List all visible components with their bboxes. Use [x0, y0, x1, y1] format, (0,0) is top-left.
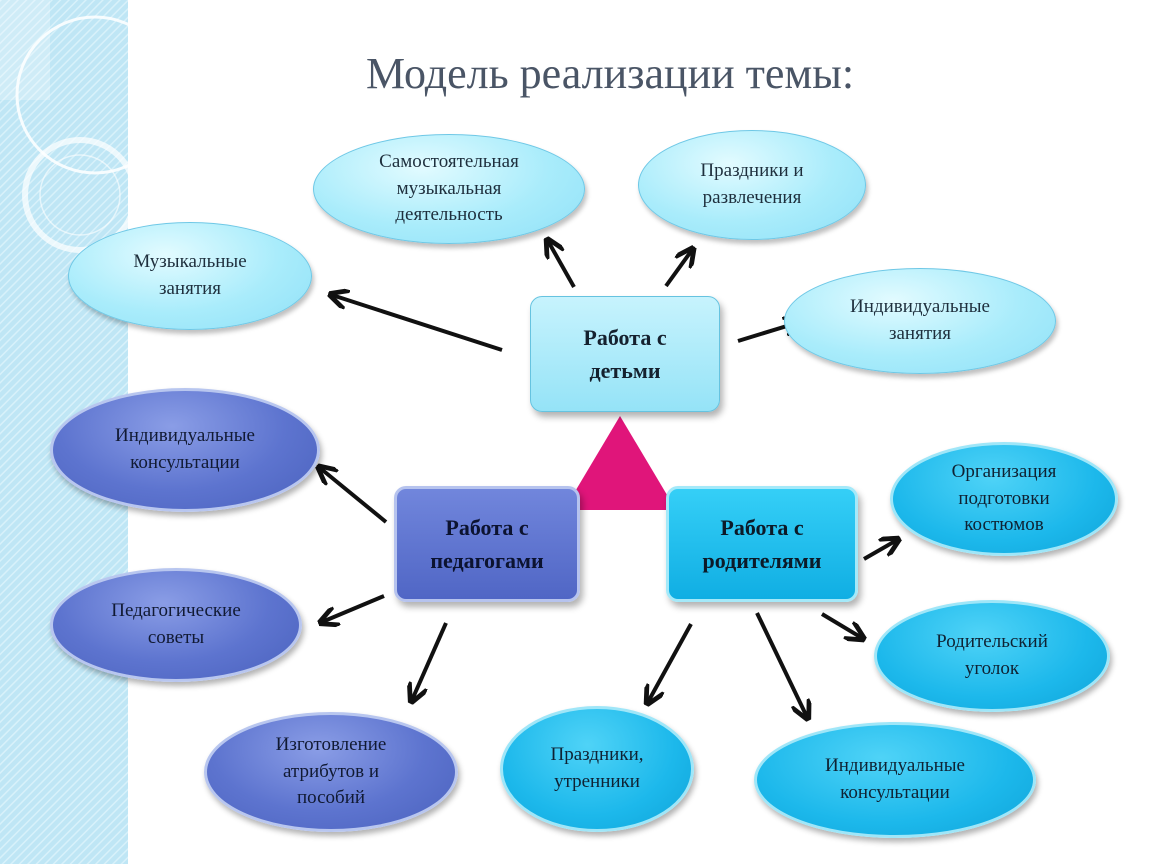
arrow-to-music-lessons: [332, 295, 503, 352]
center-triangle: [564, 416, 676, 510]
center-box-parents-label: Работа с родителями: [702, 515, 822, 573]
arrow-to-costumes: [863, 540, 897, 561]
node-parent-consultations-label: Индивидуальные консультации: [825, 755, 965, 803]
center-box-teachers[interactable]: Работа с педагогами: [394, 486, 580, 602]
arrow-to-independent-music: [548, 241, 576, 288]
node-individual-lessons-label: Индивидуальные занятия: [850, 296, 990, 344]
node-individual-lessons[interactable]: Индивидуальные занятия: [784, 268, 1056, 374]
node-matinees[interactable]: Праздники, утренники: [500, 706, 694, 832]
node-costumes-label: Организация подготовки костюмов: [951, 461, 1057, 536]
node-independent-music[interactable]: Самостоятельная музыкальная деятельность: [313, 134, 585, 244]
node-parent-consultations[interactable]: Индивидуальные консультации: [754, 722, 1036, 838]
arrow-to-attributes: [412, 622, 448, 700]
arrow-to-matinees: [648, 623, 693, 702]
arrow-to-holidays: [664, 250, 692, 288]
node-independent-music-label: Самостоятельная музыкальная деятельность: [379, 151, 519, 226]
arrow-to-parent-consultations: [755, 612, 807, 717]
center-box-parents[interactable]: Работа с родителями: [666, 486, 858, 602]
node-parent-corner[interactable]: Родительский уголок: [874, 600, 1110, 712]
node-attributes[interactable]: Изготовление атрибутов и пособий: [204, 712, 458, 832]
node-matinees-label: Праздники, утренники: [550, 744, 644, 792]
arrow-to-teacher-councils: [322, 594, 385, 622]
center-box-teachers-label: Работа с педагогами: [430, 515, 544, 573]
node-teacher-councils-label: Педагогические советы: [111, 600, 241, 648]
node-holidays-label: Праздники и развлечения: [700, 160, 804, 208]
center-box-children[interactable]: Работа с детьми: [530, 296, 720, 412]
arrow-to-teacher-consultations: [320, 468, 388, 524]
slide-title: Модель реализации темы:: [365, 49, 855, 98]
node-music-lessons-label: Музыкальные занятия: [133, 251, 247, 299]
node-attributes-label: Изготовление атрибутов и пособий: [275, 734, 387, 809]
center-box-children-label: Работа с детьми: [583, 325, 667, 383]
node-music-lessons[interactable]: Музыкальные занятия: [68, 222, 312, 330]
node-holidays[interactable]: Праздники и развлечения: [638, 130, 866, 240]
arrow-to-parent-corner: [820, 612, 862, 638]
node-teacher-consultations[interactable]: Индивидуальные консультации: [50, 388, 320, 512]
node-teacher-consultations-label: Индивидуальные консультации: [115, 425, 255, 473]
node-costumes[interactable]: Организация подготовки костюмов: [890, 442, 1118, 556]
node-parent-corner-label: Родительский уголок: [936, 631, 1048, 679]
node-teacher-councils[interactable]: Педагогические советы: [50, 568, 302, 682]
